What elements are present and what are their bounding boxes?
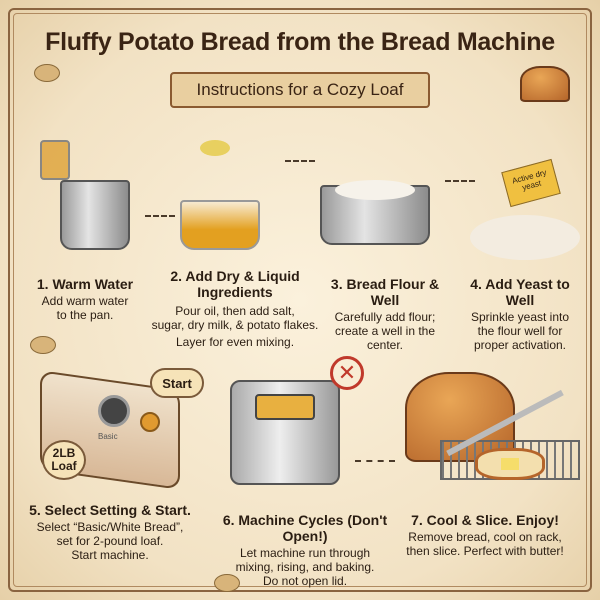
step-text: Add warm water xyxy=(41,294,129,308)
page-title: Fluffy Potato Bread from the Bread Machi… xyxy=(45,28,555,56)
subtitle-banner: Instructions for a Cozy Loaf xyxy=(148,72,452,112)
machine-window xyxy=(255,394,315,420)
step-text: Layer for even mixing. xyxy=(175,335,295,349)
no-open-icon: ✕ xyxy=(330,356,364,390)
step-text: to the pan. xyxy=(56,308,114,322)
flour-icon xyxy=(335,180,415,200)
step-5: 5. Select Setting & Start. Select “Basic… xyxy=(25,502,195,565)
flour-well-icon xyxy=(470,215,580,260)
step-text: create a well in the xyxy=(334,324,436,338)
step-text: Let machine run through xyxy=(239,546,371,560)
arrow-icon xyxy=(445,180,475,182)
inner-border xyxy=(13,13,587,587)
step-text: set for 2-pound loaf. xyxy=(56,534,164,548)
start-button-icon xyxy=(140,412,160,432)
step-text: Start machine. xyxy=(71,548,149,562)
mixing-bowl-icon xyxy=(180,200,260,250)
measuring-cup-icon xyxy=(40,140,70,180)
basic-label: Basic xyxy=(98,432,118,441)
potato-icon xyxy=(30,336,56,354)
butter-icon xyxy=(501,458,519,470)
step-text: Select “Basic/White Bread”, xyxy=(36,520,184,534)
step-2: 2. Add Dry & Liquid Ingredients Pour oil… xyxy=(150,268,320,352)
step-text: Pour oil, then add salt, xyxy=(175,304,295,318)
bread-loaf-icon xyxy=(520,66,570,102)
step-text: mixing, rising, and baking. xyxy=(235,560,375,574)
bread-pan-icon xyxy=(60,180,130,250)
step-4: 4. Add Yeast to Well Sprinkle yeast into… xyxy=(455,276,585,355)
potato-icon xyxy=(214,574,240,592)
outer-border xyxy=(8,8,592,592)
step-heading: 7. Cool & Slice. Enjoy! xyxy=(411,512,559,528)
arrow-icon xyxy=(355,460,395,462)
step-text: the flour well for xyxy=(477,324,563,338)
arrow-icon xyxy=(145,215,175,217)
step-text: Sprinkle yeast into xyxy=(470,310,570,324)
step-text: Remove bread, cool on rack, xyxy=(408,530,562,544)
potato-flakes-icon xyxy=(200,140,230,156)
loaf-size-callout: 2LB Loaf xyxy=(42,440,86,480)
step-text: then slice. Perfect with butter! xyxy=(406,544,564,558)
step-7: 7. Cool & Slice. Enjoy! Remove bread, co… xyxy=(395,512,575,561)
start-callout: Start xyxy=(150,368,204,398)
step-heading: 3. Bread Flour & Well xyxy=(330,276,440,308)
step-text: Carefully add flour; xyxy=(334,310,436,324)
step-text: sugar, dry milk, & potato flakes. xyxy=(151,318,319,332)
step-6: 6. Machine Cycles (Don't Open!) Let mach… xyxy=(205,512,405,591)
step-text: center. xyxy=(366,338,404,352)
bread-slice-icon xyxy=(475,448,545,480)
step-text: proper activation. xyxy=(473,338,567,352)
step-heading: 2. Add Dry & Liquid Ingredients xyxy=(170,268,300,300)
step-3: 3. Bread Flour & Well Carefully add flou… xyxy=(315,276,455,355)
setting-dial xyxy=(98,395,130,427)
step-heading: 6. Machine Cycles (Don't Open!) xyxy=(222,512,388,544)
step-heading: 4. Add Yeast to Well xyxy=(470,276,570,308)
step-heading: 5. Select Setting & Start. xyxy=(29,502,191,518)
bread-machine-icon xyxy=(230,380,340,485)
step-text: Do not open lid. xyxy=(262,574,348,588)
arrow-icon xyxy=(285,160,315,162)
step-heading: 1. Warm Water xyxy=(36,276,134,292)
potato-icon xyxy=(34,64,60,82)
